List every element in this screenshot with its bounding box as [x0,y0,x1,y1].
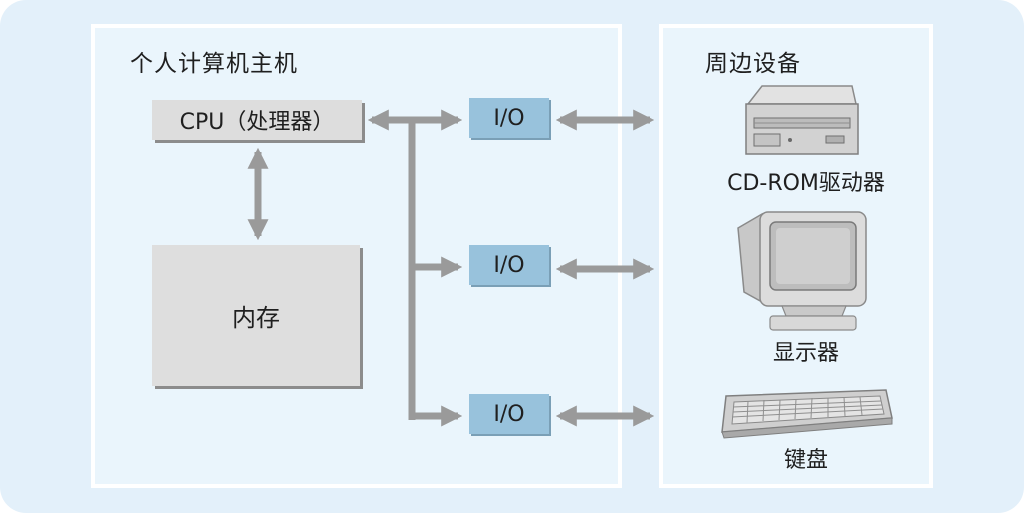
io-box-3: I/O [469,394,549,434]
monitor-label: 显示器 [772,341,840,366]
monitor-icon [737,211,867,331]
keyboard-icon [721,389,893,439]
host-panel-title: 个人计算机主机 [130,51,298,77]
cpu-box: CPU（处理器） [152,100,362,140]
peripheral-panel-title: 周边设备 [705,51,801,77]
io-box-1: I/O [469,98,549,138]
keyboard-label: 键盘 [783,448,829,473]
cdrom-drive-icon [745,85,859,155]
memory-box: 内存 [152,245,360,386]
cdrom-drive-label: CD-ROM驱动器 [727,171,885,196]
io-box-2: I/O [469,245,549,285]
